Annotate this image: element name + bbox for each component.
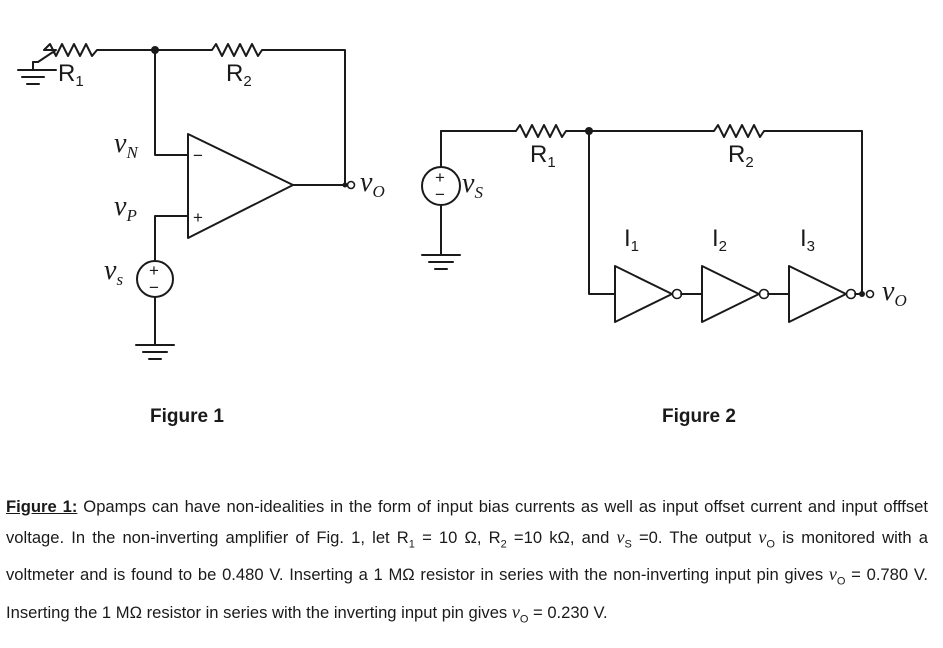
paragraph-text-2: = 10 Ω, R — [414, 528, 501, 547]
fig1-source-minus: − — [149, 278, 159, 297]
paragraph-sub-o-1: O — [766, 538, 775, 551]
fig2-inverter-3 — [788, 265, 847, 323]
paragraph-sub-r2: 2 — [500, 538, 507, 551]
fig2-r2-label: R2 — [728, 141, 754, 171]
fig1-ground-left — [17, 61, 57, 85]
fig1-output-terminal — [346, 180, 356, 190]
paragraph-heading: Figure 1: — [6, 497, 78, 516]
fig1-opamp-plus: + — [193, 208, 203, 227]
paragraph-text-7: = 0.230 V. — [528, 602, 608, 622]
problem-paragraph: Figure 1: Opamps can have non-idealities… — [6, 492, 928, 634]
fig1-r2-resistor — [154, 43, 346, 184]
figure2-circuit: R1 R2 vS vO I1 I2 I3 + − Figure 2 — [421, 124, 907, 427]
fig2-vs-label: vS — [462, 168, 483, 202]
fig2-source-plus: + — [435, 168, 445, 187]
fig1-vp-label: vP — [114, 191, 137, 225]
fig2-ground — [421, 254, 461, 270]
fig1-ground-bottom — [135, 344, 175, 360]
fig1-vn-label: vN — [114, 128, 139, 162]
paragraph-text-3: =10 kΩ, and — [506, 528, 617, 547]
fig2-inverter-2 — [701, 265, 760, 323]
fig2-i3-label: I3 — [800, 225, 815, 255]
figure1-circuit: R1 R2 vN vP vs vO − + + − Figure 1 — [17, 43, 385, 427]
figure2-caption: Figure 2 — [662, 406, 736, 427]
fig1-vs-label: vs — [104, 255, 123, 289]
fig1-r1-label: R1 — [58, 60, 84, 90]
fig2-i2-label: I2 — [712, 225, 727, 255]
paragraph-text-6: = 0.780 V. Inserting the 1 MΩ resistor i… — [6, 565, 928, 622]
paragraph-sub-o-3: O — [519, 612, 529, 625]
fig2-i1-label: I1 — [624, 225, 639, 255]
paragraph-var-vo-1: v — [758, 527, 767, 547]
fig1-source-plus: + — [149, 261, 159, 280]
paragraph-var-vo-2: v — [828, 564, 837, 585]
fig1-opamp-minus: − — [193, 146, 203, 165]
fig2-r2-resistor — [588, 124, 863, 293]
paragraph-text-4: =0. The output — [631, 528, 759, 547]
fig1-noninverting-wire — [154, 215, 189, 261]
paragraph-sub-r1: 1 — [408, 538, 415, 551]
paragraph-var-vs: v — [616, 527, 625, 547]
fig2-feedback-wire — [588, 130, 616, 295]
paragraph-text-5: is monitored with a voltmeter and is fou… — [6, 528, 928, 585]
fig1-vo-label: vO — [360, 167, 385, 201]
fig2-r1-label: R1 — [530, 141, 556, 171]
fig2-inverter-1 — [614, 265, 673, 323]
fig1-inverting-wire — [154, 49, 189, 156]
fig1-r2-label: R2 — [226, 60, 252, 90]
fig1-opamp — [187, 133, 294, 239]
paragraph-var-vo-3: v — [511, 601, 520, 622]
paragraph-sub-s: S — [624, 538, 632, 551]
fig2-output-terminal — [865, 289, 875, 299]
fig1-r1-resistor — [37, 43, 156, 63]
figure1-caption: Figure 1 — [150, 406, 224, 427]
paragraph-text-1: Opamps can have non-idealities in the fo… — [6, 497, 928, 547]
fig2-source-minus: − — [435, 185, 445, 204]
paragraph-sub-o-2: O — [836, 575, 846, 588]
fig2-vo-label: vO — [882, 276, 907, 310]
fig2-r1-resistor — [440, 124, 590, 138]
